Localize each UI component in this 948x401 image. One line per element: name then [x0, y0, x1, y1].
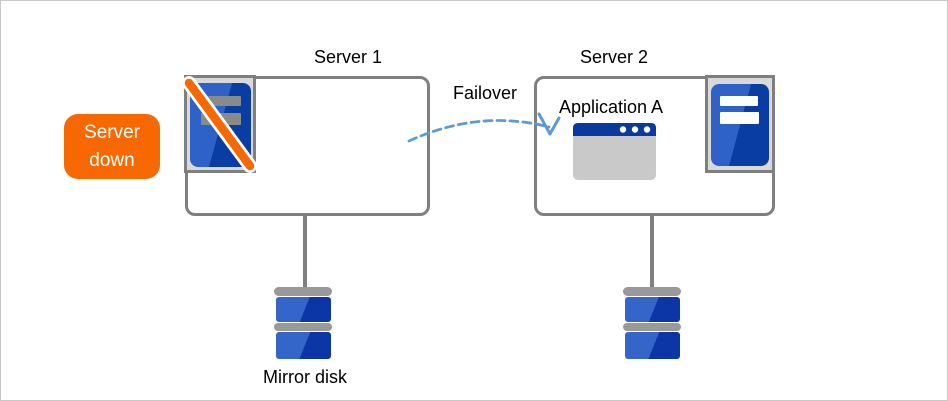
- failover-arrow-icon: [407, 112, 561, 143]
- slash-icon: [184, 78, 255, 171]
- disk-platter: [625, 332, 680, 359]
- disk-divider: [623, 323, 681, 331]
- server1-title: Server 1: [313, 47, 383, 67]
- server2-title: Server 2: [579, 47, 649, 67]
- disk-platter: [276, 297, 331, 322]
- disk-cap: [274, 287, 332, 296]
- server1-down-icon: [184, 75, 256, 173]
- connector-line-right: [650, 213, 654, 288]
- server-down-badge: Server down: [64, 114, 160, 179]
- disk-cap: [623, 287, 681, 296]
- connector-line-left: [303, 213, 307, 288]
- disk-platter: [625, 297, 680, 322]
- server-down-line1: Server: [84, 121, 140, 143]
- server-down-line2: down: [89, 149, 135, 171]
- application-label: Application A: [558, 97, 664, 117]
- disk-platter: [276, 332, 331, 359]
- disk-divider: [274, 323, 332, 331]
- mirror-disk-label: Mirror disk: [263, 367, 347, 387]
- application-window-icon: [573, 123, 656, 180]
- server2-up-icon: [705, 75, 775, 173]
- failover-label: Failover: [452, 83, 518, 103]
